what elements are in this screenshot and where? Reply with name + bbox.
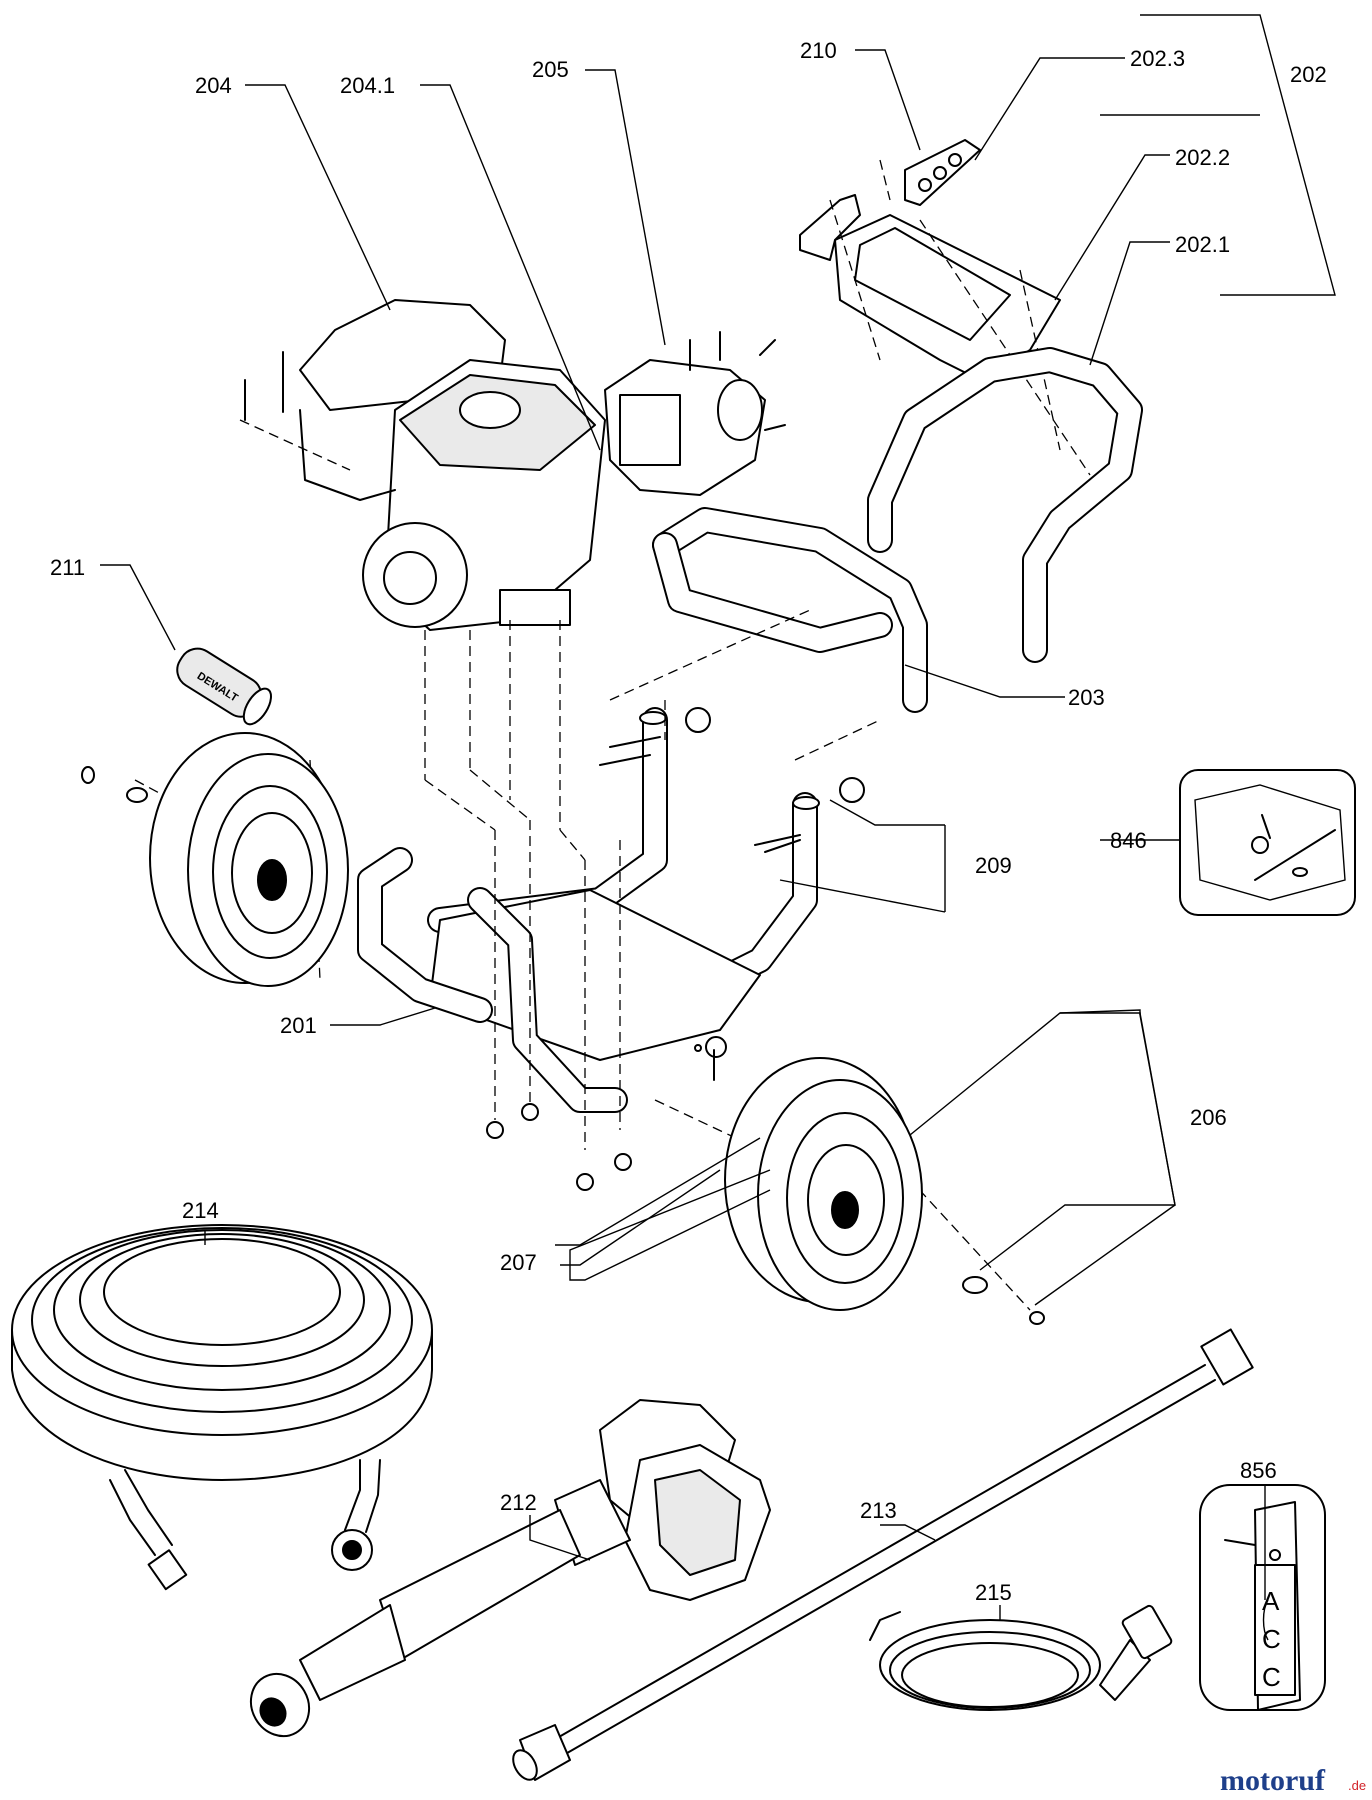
callout-207: 207	[500, 1250, 537, 1275]
callout-numbers: 204 204.1 205 210 202.3 202 202.2 202.1 …	[50, 38, 1327, 1605]
lance-213	[512, 1328, 1254, 1781]
tag-letter-3: C	[1262, 1662, 1281, 1692]
handle-202-1	[867, 347, 1143, 663]
tag-letter-1: A	[1262, 1586, 1280, 1616]
callout-212: 212	[500, 1490, 537, 1515]
callout-213: 213	[860, 1498, 897, 1523]
callout-215: 215	[975, 1580, 1012, 1605]
callout-202: 202	[1290, 62, 1327, 87]
hardware-bag-846	[1179, 769, 1356, 916]
wheel-left	[81, 732, 349, 987]
callout-202-1: 202.1	[1175, 232, 1230, 257]
callout-214: 214	[182, 1198, 219, 1223]
callout-206: 206	[1190, 1105, 1227, 1130]
grip-211: DEWALT	[176, 647, 272, 726]
watermark: motoruf .de	[1220, 1764, 1366, 1797]
callout-204: 204	[195, 73, 232, 98]
callout-856: 856	[1240, 1458, 1277, 1483]
callout-204-1: 204.1	[340, 73, 395, 98]
pump-205	[604, 331, 786, 496]
callout-201: 201	[280, 1013, 317, 1038]
tag-letter-2: C	[1262, 1624, 1281, 1654]
wheel-right	[724, 1057, 1045, 1325]
callout-210: 210	[800, 38, 837, 63]
callout-205: 205	[532, 57, 569, 82]
callout-202-3: 202.3	[1130, 46, 1185, 71]
label-tag-856: A C C	[1199, 1484, 1326, 1711]
engine-204	[239, 299, 606, 631]
callout-209: 209	[975, 853, 1012, 878]
watermark-suffix: .de	[1348, 1778, 1366, 1793]
frame-203	[652, 507, 928, 713]
leader-lines	[100, 14, 1336, 1620]
frame-201	[357, 707, 865, 1113]
siphon-hose-215	[869, 1604, 1173, 1711]
watermark-text: motoruf	[1220, 1764, 1326, 1797]
callout-211: 211	[50, 555, 85, 580]
control-panel-202-3	[799, 139, 1091, 476]
trigger-gun-212	[249, 1399, 771, 1738]
callout-846: 846	[1110, 828, 1147, 853]
callout-203: 203	[1068, 685, 1105, 710]
callout-202-2: 202.2	[1175, 145, 1230, 170]
hose-214	[11, 1224, 433, 1591]
